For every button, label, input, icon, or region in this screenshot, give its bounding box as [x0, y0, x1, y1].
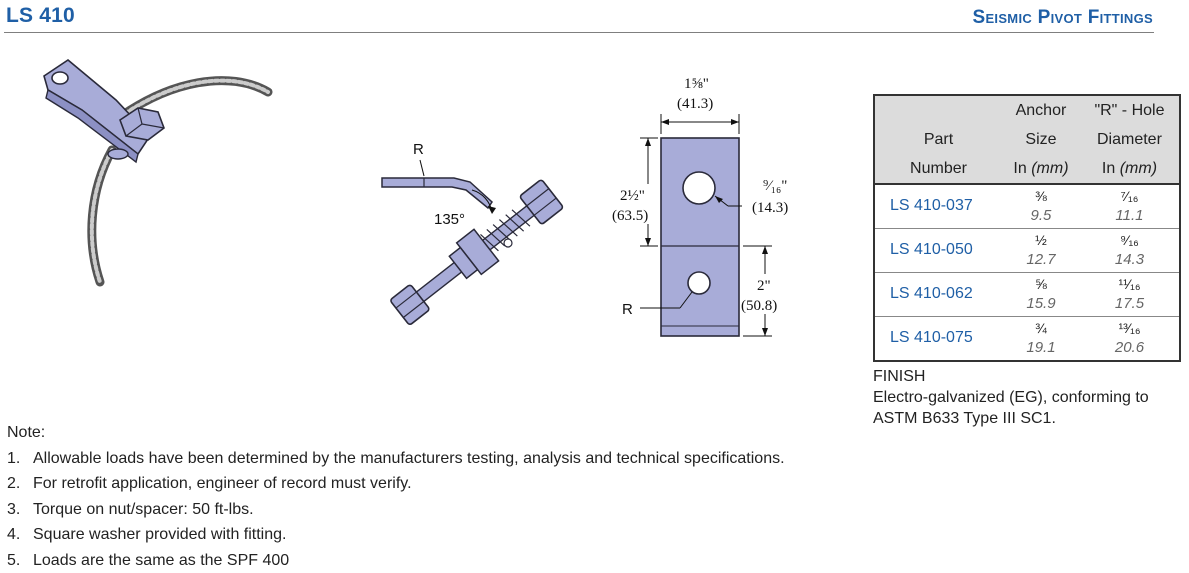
- list-item: 2.For retrofit application, engineer of …: [7, 471, 785, 497]
- height-mm-label: (63.5): [612, 208, 648, 224]
- finish-block: FINISH Electro-galvanized (EG), conformi…: [873, 366, 1173, 429]
- part-number-link[interactable]: LS 410-050: [875, 228, 1002, 272]
- width-mm-label: (41.3): [677, 96, 713, 112]
- notes-block: Note: 1.Allowable loads have been determ…: [7, 420, 785, 573]
- header-anchor-size: Anchor Size In (mm): [1002, 96, 1080, 184]
- part-code-title: LS 410: [6, 4, 75, 28]
- pivot-pin: [504, 239, 512, 247]
- list-item: 5.Loads are the same as the SPF 400: [7, 548, 785, 573]
- product-illustration: [20, 50, 280, 290]
- front-view-drawing: 1⅝" (41.3) 2½" (63.5) ⁹⁄₁₆" (14.3) 2" (5…: [600, 68, 820, 348]
- front-plate: [661, 138, 739, 336]
- height-in-label: 2½": [620, 188, 645, 204]
- lower-mm-label: (50.8): [741, 298, 777, 314]
- hole-mm-label: (14.3): [752, 200, 788, 216]
- front-radius-label: R: [622, 301, 633, 318]
- spec-table: Part Number Anchor Size In (mm) "R" - Ho…: [873, 94, 1181, 362]
- large-hole: [683, 172, 715, 204]
- washer: [108, 149, 128, 159]
- side-radius-label: R: [413, 141, 424, 158]
- list-item: 4.Square washer provided with fitting.: [7, 522, 785, 548]
- plate-hole: [52, 72, 68, 84]
- notes-title: Note:: [7, 420, 785, 446]
- list-item: 1.Allowable loads have been determined b…: [7, 446, 785, 472]
- angle-label: 135°: [434, 211, 465, 228]
- side-view-drawing: R 135°: [370, 130, 600, 350]
- part-number-link[interactable]: LS 410-037: [875, 184, 1002, 228]
- header-hole-diameter: "R" - Hole Diameter In (mm): [1080, 96, 1179, 184]
- list-item: 3.Torque on nut/spacer: 50 ft-lbs.: [7, 497, 785, 523]
- hole-in-label: ⁹⁄₁₆": [763, 178, 787, 194]
- table-header-row: Part Number Anchor Size In (mm) "R" - Ho…: [875, 96, 1179, 184]
- category-title: Seismic Pivot Fittings: [972, 7, 1153, 29]
- header-divider: [4, 32, 1154, 33]
- header-part-number: Part Number: [875, 96, 1002, 184]
- lower-in-label: 2": [757, 278, 771, 294]
- bent-plate: [382, 178, 492, 208]
- finish-title: FINISH: [873, 366, 1173, 387]
- finish-text: Electro-galvanized (EG), conforming to A…: [873, 387, 1173, 429]
- small-hole: [688, 272, 710, 294]
- part-number-link[interactable]: LS 410-075: [875, 316, 1002, 360]
- width-in-label: 1⅝": [684, 76, 709, 92]
- notes-list: 1.Allowable loads have been determined b…: [7, 446, 785, 573]
- part-number-link[interactable]: LS 410-062: [875, 272, 1002, 316]
